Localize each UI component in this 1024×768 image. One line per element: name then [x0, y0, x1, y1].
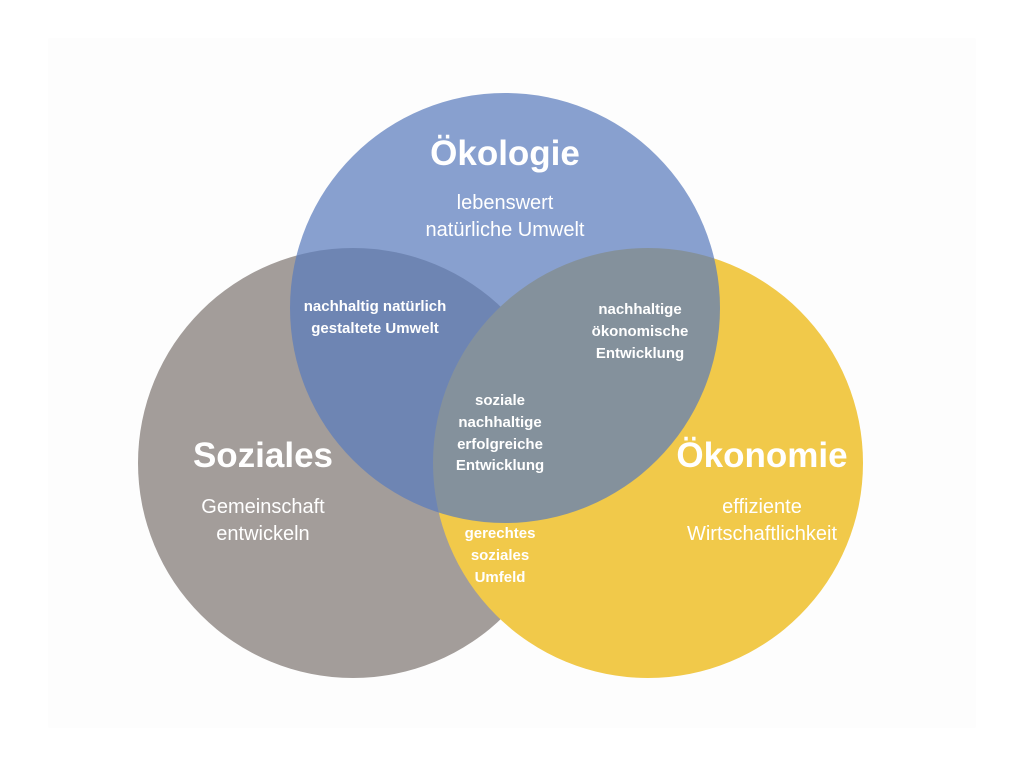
- oekologie-title: Ökologie: [430, 134, 580, 173]
- overlap-line: nachhaltig natürlich: [303, 298, 447, 315]
- overlap-line: gerechtes: [464, 525, 536, 542]
- overlap-line: erfolgreiche: [457, 435, 543, 453]
- overlap-center: soziale nachhaltige erfolgreiche Entwick…: [430, 390, 570, 477]
- soziales-title: Soziales: [192, 436, 334, 475]
- overlap-oekologie-soziales: nachhaltig natürlich gestaltete Umwelt: [275, 296, 475, 340]
- oekologie-description: lebenswert natürliche Umwelt: [380, 190, 630, 244]
- overlap-line: soziales: [470, 546, 530, 564]
- overlap-line: Entwicklung: [455, 457, 545, 475]
- overlap-line: ökonomische: [591, 322, 689, 340]
- oekologie-line-2: natürliche Umwelt: [425, 219, 585, 241]
- oekonomie-title: Ökonomie: [676, 436, 848, 475]
- overlap-line: gestaltete Umwelt: [311, 319, 439, 337]
- overlap-line: Umfeld: [474, 568, 526, 586]
- oekonomie-line-1: effiziente: [722, 496, 802, 518]
- circle-oekologie: [290, 93, 720, 523]
- oekonomie-description: effiziente Wirtschaftlichkeit: [652, 494, 872, 548]
- overlap-line: nachhaltige: [598, 301, 682, 318]
- overlap-line: soziale: [474, 392, 526, 409]
- overlap-line: Entwicklung: [595, 344, 685, 362]
- oekologie-line-1: lebenswert: [456, 192, 554, 214]
- overlap-line: nachhaltige: [458, 413, 542, 431]
- soziales-line-2: entwickeln: [216, 523, 310, 545]
- overlap-soziales-oekonomie: gerechtes soziales Umfeld: [440, 523, 560, 588]
- oekonomie-line-2: Wirtschaftlichkeit: [686, 523, 838, 545]
- overlap-oekologie-oekonomie: nachhaltige ökonomische Entwicklung: [555, 299, 725, 364]
- soziales-description: Gemeinschaft entwickeln: [163, 494, 363, 548]
- soziales-line-1: Gemeinschaft: [201, 496, 325, 518]
